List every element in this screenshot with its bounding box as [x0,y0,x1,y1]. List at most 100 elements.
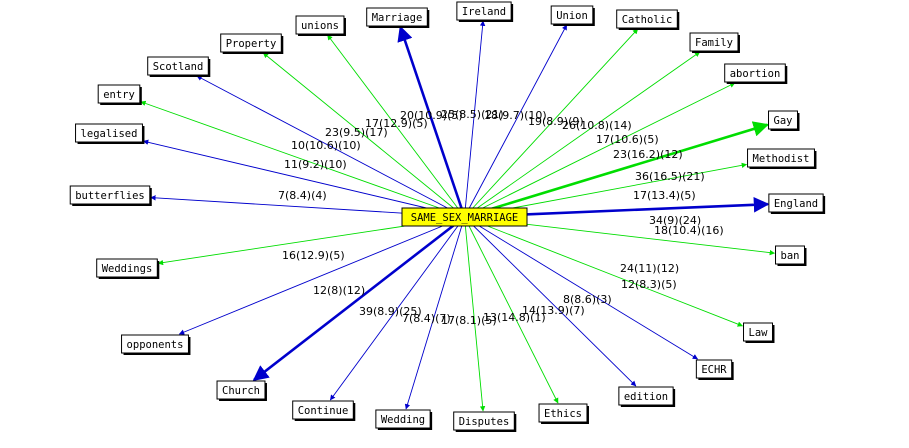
edge-gay [477,121,770,215]
node-label: Disputes [459,416,510,428]
node-label: legalised [81,128,138,140]
node-label: Scotland [153,61,204,73]
node-property[interactable]: Property [220,33,284,54]
node-box[interactable] [96,258,158,278]
edge-label-gay: 23(16.2)(12) [613,148,683,161]
edge-label-church: 7(8.4)(7) [402,312,451,325]
node-box[interactable] [75,123,143,143]
node-ban[interactable]: ban [775,245,807,266]
node-wedding[interactable]: Wedding [375,409,433,430]
node-label: Ireland [462,6,506,18]
node-echr[interactable]: ECHR [695,359,734,380]
node-label: edition [624,391,668,403]
edge-abortion [472,82,736,214]
edge-label-ireland: 25(8.5)(21) [441,108,504,121]
node-label: ban [781,250,800,262]
node-box[interactable] [292,400,354,420]
node-legalised[interactable]: legalised [75,123,145,144]
edge-label-marriage: 20(10.9)(5) [400,109,463,122]
node-abortion[interactable]: abortion [724,63,788,84]
node-box[interactable] [616,9,678,29]
edge-label-continue: 17(8.1)(5) [441,314,497,327]
edge-wedding [404,220,464,410]
node-box[interactable] [453,411,515,431]
node-gay[interactable]: Gay [768,110,800,131]
edge-unions [327,34,462,214]
node-disputes[interactable]: Disputes [453,411,517,432]
node-family[interactable]: Family [689,32,740,53]
center-node[interactable]: SAME_SEX_MARRIAGE [401,207,528,227]
edge-labels-layer: 20(10.9)(5)25(8.5)(21)18(9.7)(10)19(8.9)… [278,108,724,327]
edge-label-opponents: 39(8.9)(25) [359,305,422,318]
edge-label-ethics: 8(8.6)(3) [563,293,612,306]
node-box[interactable] [216,380,266,400]
node-church[interactable]: Church [216,380,267,401]
node-label: entry [103,89,135,101]
edge-label-catholic: 19(8.9)(9) [528,115,584,128]
node-box[interactable] [538,403,588,423]
edge-scotland [196,75,458,214]
node-box[interactable] [695,359,733,379]
edge-butterflies [150,195,440,216]
edge-label-weddings: 12(8)(12) [313,284,365,297]
edge-label-england: 17(13.4)(5) [633,189,696,202]
node-ethics[interactable]: Ethics [538,403,589,424]
node-box[interactable] [295,15,345,35]
node-label: Ethics [544,408,582,420]
node-label: Gay [774,115,793,127]
node-union[interactable]: Union [550,5,595,26]
node-label: butterflies [75,190,145,202]
node-label: Family [695,37,733,49]
edge-label-echr: 18(10.4)(16) [654,224,724,237]
node-edition[interactable]: edition [618,386,676,407]
node-box[interactable] [69,185,151,205]
node-catholic[interactable]: Catholic [616,9,680,30]
node-england[interactable]: England [768,193,826,214]
node-ireland[interactable]: Ireland [456,1,514,22]
node-box[interactable] [747,148,815,168]
node-marriage[interactable]: Marriage [366,7,430,28]
node-label: Catholic [622,14,673,26]
edge-family [469,51,701,214]
node-box[interactable] [121,334,189,354]
edge-entry [140,100,454,214]
node-scotland[interactable]: Scotland [147,56,211,77]
node-weddings[interactable]: Weddings [96,258,160,279]
edge-union [466,24,568,214]
node-label: Union [556,10,588,22]
node-box[interactable] [689,32,739,52]
edge-label-property: 23(9.5)(17) [325,126,388,139]
node-box[interactable] [456,1,512,21]
edge-label-ban: 34(9)(24) [649,214,701,227]
node-methodist[interactable]: Methodist [747,148,817,169]
node-box[interactable] [97,84,141,104]
node-continue[interactable]: Continue [292,400,356,421]
node-box[interactable] [220,33,282,53]
edge-label-family: 26(10.8)(14) [562,119,632,132]
center-node-box[interactable] [401,207,528,227]
node-entry[interactable]: entry [97,84,142,105]
node-box[interactable] [375,409,431,429]
node-box[interactable] [550,5,594,25]
node-law[interactable]: Law [743,322,775,343]
node-box[interactable] [724,63,786,83]
center-node-label: SAME_SEX_MARRIAGE [411,212,518,224]
edge-label-legalised: 7(8.4)(4) [278,189,327,202]
node-box[interactable] [768,193,824,213]
edge-label-abortion: 17(10.6)(5) [596,133,659,146]
node-box[interactable] [366,7,428,27]
edge-edition [468,220,637,387]
node-unions[interactable]: unions [295,15,346,36]
edge-echr [470,220,699,360]
edge-label-butterflies: 16(12.9)(5) [282,249,345,262]
node-box[interactable] [618,386,674,406]
node-opponents[interactable]: opponents [121,334,191,355]
node-box[interactable] [743,322,773,342]
node-butterflies[interactable]: butterflies [69,185,152,206]
node-box[interactable] [768,110,798,130]
node-label: Marriage [372,12,423,24]
node-box[interactable] [147,56,209,76]
edge-label-law: 24(11)(12) [620,262,679,275]
node-label: unions [301,20,339,32]
node-box[interactable] [775,245,805,265]
